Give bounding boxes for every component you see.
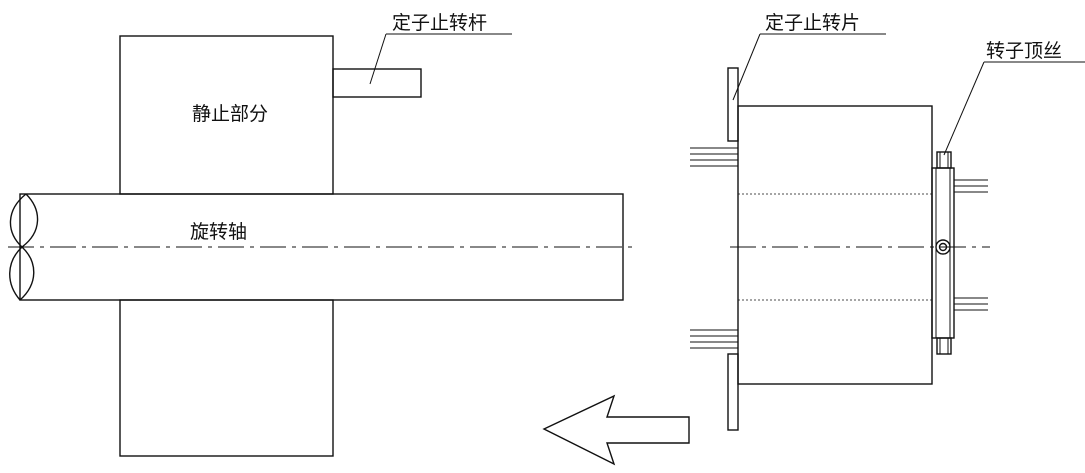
- rotor-set-screw-top: [936, 151, 952, 169]
- rotor-set-screw-label: 转子顶丝: [986, 40, 1062, 62]
- stator-stop-plate-label: 定子止转片: [765, 12, 860, 34]
- stator-stop-rod-callout: [369, 33, 512, 85]
- rotor-lead-wires: [954, 179, 988, 311]
- stator-stop-plate-callout: [732, 33, 886, 101]
- stator-stop-plate: [727, 67, 739, 431]
- slip-ring-body: [737, 105, 933, 385]
- rotor-center-screw: [935, 239, 951, 255]
- stator-stop-rod: [332, 68, 422, 98]
- stationary-part: [119, 35, 334, 457]
- rotating-shaft-label: 旋转轴: [190, 221, 247, 243]
- stator-stop-plate-bottom: [727, 353, 739, 431]
- rotor-flange: [931, 167, 955, 339]
- stator-lead-wires: [690, 147, 738, 349]
- stator-stop-rod-label: 定子止转杆: [392, 12, 487, 34]
- stator-stop-plate-top: [727, 67, 739, 142]
- assembly-direction-arrow-icon: [542, 394, 690, 466]
- stationary-part-label: 静止部分: [192, 103, 268, 125]
- rotor-set-screw-bottom: [936, 337, 952, 355]
- stationary-block-bottom: [119, 299, 334, 457]
- rotor-set-screw-callout: [943, 61, 1085, 156]
